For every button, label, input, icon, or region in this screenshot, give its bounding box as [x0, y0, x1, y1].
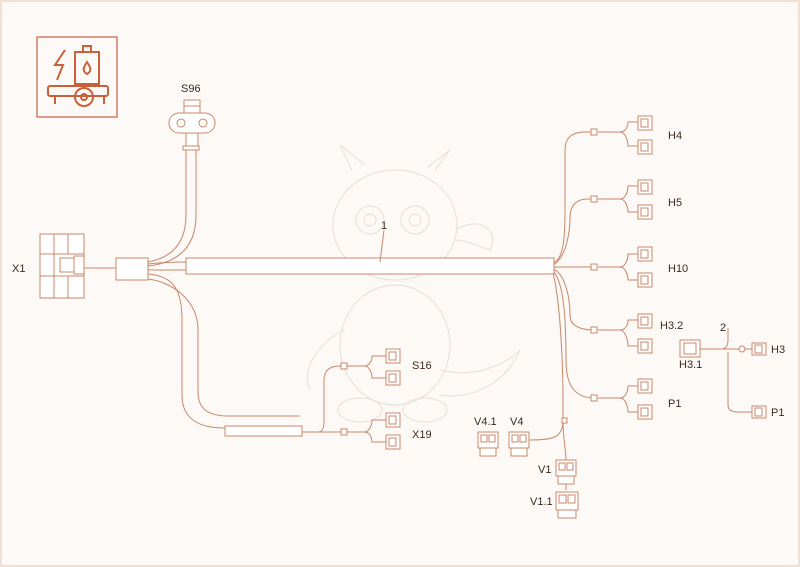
connector-h3-2 — [637, 313, 653, 354]
label-h5: H5 — [668, 197, 682, 209]
label-h3-2: H3.2 — [660, 320, 683, 332]
connector-s16 — [385, 348, 401, 386]
connector-p1 — [637, 378, 653, 420]
leader-cable-1 — [379, 229, 385, 263]
label-x19: X19 — [412, 429, 432, 441]
logo-frame — [36, 36, 118, 118]
splice-markers — [340, 128, 746, 436]
connector-h10 — [637, 246, 653, 288]
connector-h5 — [637, 179, 653, 220]
electric-fuel-pump-icon — [47, 45, 109, 107]
label-v4-1: V4.1 — [474, 416, 497, 428]
connector-v1 — [555, 459, 577, 485]
wires — [84, 121, 752, 490]
label-h10: H10 — [668, 263, 688, 275]
label-s16: S16 — [412, 360, 432, 372]
switch-s96 — [168, 99, 216, 147]
label-x1: X1 — [12, 263, 25, 275]
logo — [36, 36, 118, 118]
connector-h3 — [751, 342, 767, 356]
connector-v4-1 — [477, 431, 499, 457]
label-v1-1: V1.1 — [530, 496, 553, 508]
trunk-lower-sleeve — [224, 425, 303, 437]
label-s96: S96 — [181, 83, 201, 95]
label-v1: V1 — [538, 464, 551, 476]
sleeve-x1 — [115, 257, 149, 281]
label-h4: H4 — [668, 130, 682, 142]
trunk-s96-sleeve — [182, 145, 200, 151]
connector-v4 — [508, 431, 530, 457]
label-p1: P1 — [668, 398, 681, 410]
label-cable-1: 1 — [381, 220, 387, 232]
label-cable-2: 2 — [720, 322, 726, 334]
connector-v1-1 — [555, 491, 579, 519]
connector-p1-b — [751, 405, 767, 419]
label-p1-b: P1 — [771, 407, 784, 419]
connector-h4 — [637, 115, 653, 155]
connector-x19 — [385, 412, 401, 450]
label-v4: V4 — [510, 416, 523, 428]
label-h3: H3 — [771, 344, 785, 356]
connector-x1 — [39, 233, 85, 299]
mascot-watermark — [306, 144, 521, 423]
label-h3-1: H3.1 — [679, 359, 702, 371]
connector-h3-1 — [679, 339, 701, 358]
trunk-cable-1 — [185, 257, 555, 275]
